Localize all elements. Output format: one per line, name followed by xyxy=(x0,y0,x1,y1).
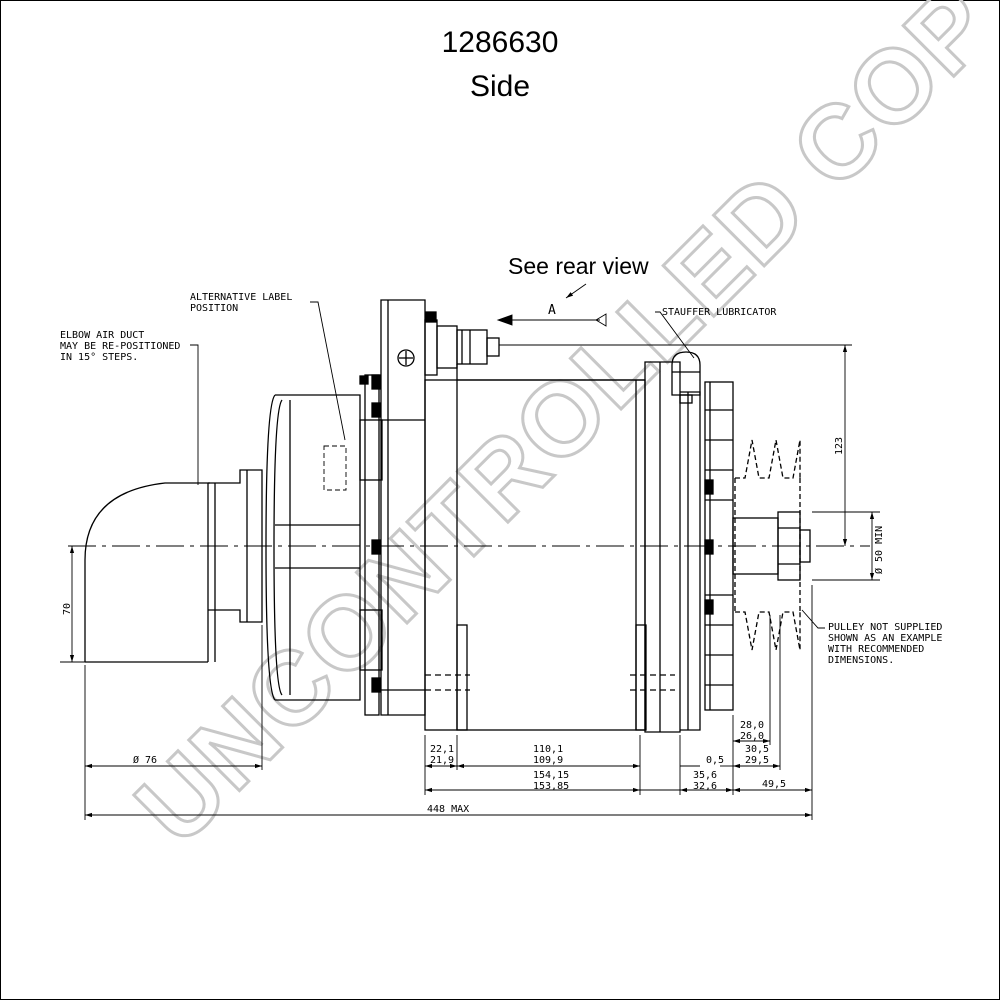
stauffer-lubricator-label: STAUFFER LUBRICATOR xyxy=(662,307,777,318)
shaft-and-nut xyxy=(732,511,811,581)
pulley-note-line1: PULLEY NOT SUPPLIED xyxy=(828,622,942,633)
dim-70: 70 xyxy=(62,603,73,615)
pulley-note-line2: SHOWN AS AN EXAMPLE xyxy=(828,633,942,644)
dim-448-max: 448 MAX xyxy=(427,804,469,815)
rear-cover xyxy=(265,394,383,701)
dim-49-5: 49,5 xyxy=(762,779,786,790)
pulley-note-line3: WITH RECOMMENDED xyxy=(828,644,924,655)
dim-28-0: 28,0 xyxy=(740,720,764,731)
elbow-air-duct xyxy=(84,469,263,663)
dim-50-min: Ø 50 MIN xyxy=(873,526,885,574)
drive-end-housing xyxy=(644,361,701,733)
pulley-outline xyxy=(734,439,801,651)
alternative-label-box xyxy=(323,445,347,491)
dim-21-9: 21,9 xyxy=(430,755,454,766)
dim-76: Ø 76 xyxy=(133,754,157,766)
part-number-title: 1286630 xyxy=(441,26,559,59)
view-name-title: Side xyxy=(469,70,531,103)
dim-0-5: 0,5 xyxy=(706,755,724,766)
dim-35-6: 35,6 xyxy=(693,770,717,781)
dimension-lines xyxy=(60,344,880,820)
dim-29-5: 29,5 xyxy=(745,755,769,766)
dim-154-15: 154,15 xyxy=(533,770,569,781)
elbow-note-line2: MAY BE RE-POSITIONED xyxy=(60,341,180,352)
dim-30-5: 30,5 xyxy=(745,744,769,755)
stauffer-lubricator xyxy=(671,351,701,404)
dim-110-1: 110,1 xyxy=(533,744,563,755)
dim-22-1: 22,1 xyxy=(430,744,454,755)
dim-123: 123 xyxy=(834,437,845,455)
alt-label-line2: POSITION xyxy=(190,303,238,314)
elbow-note-line1: ELBOW AIR DUCT xyxy=(60,330,144,341)
watermark-uncontrolled-copy: UNCONTROLLED COPY xyxy=(114,0,1000,866)
dim-153-85: 153,85 xyxy=(533,781,569,792)
leader-lines xyxy=(190,283,825,629)
alt-label-line1: ALTERNATIVE LABEL xyxy=(190,292,292,303)
pulley-note-line4: DIMENSIONS. xyxy=(828,655,894,666)
stator-body xyxy=(424,379,675,731)
see-rear-view-label: See rear view xyxy=(508,253,649,279)
view-arrow-letter: A xyxy=(548,303,556,318)
elbow-note-line3: IN 15° STEPS. xyxy=(60,352,138,363)
dim-32-6: 32,6 xyxy=(693,781,717,792)
dim-109-9: 109,9 xyxy=(533,755,563,766)
dim-26-0: 26,0 xyxy=(740,731,764,742)
